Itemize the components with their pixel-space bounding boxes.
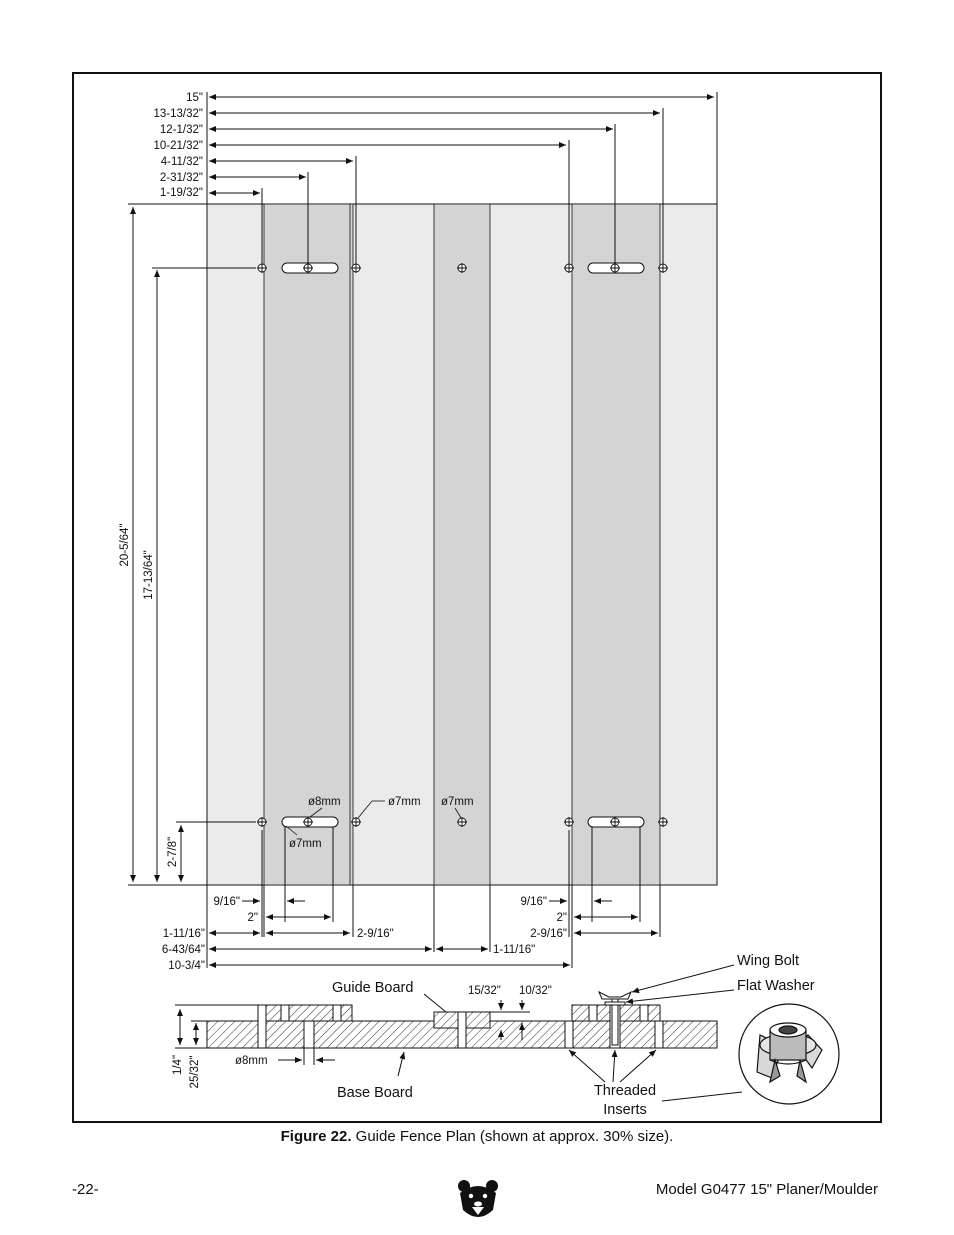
wing-bolt-head: [598, 990, 632, 1000]
guide-board-label: Guide Board: [332, 980, 413, 996]
model-name: Model G0477 15" Planer/Moulder: [655, 1181, 878, 1198]
dim-bl-1-11-16: 1-11/16": [163, 928, 205, 940]
dim-bl-1-11-16-center: 1-11/16": [493, 944, 535, 956]
dim-15-32: 15/32": [468, 985, 501, 997]
vertical-dimension-labels: 20-5/64" 17-13/64" 2-7/8": [119, 523, 179, 867]
dim-bore-8mm: ø8mm: [235, 1055, 268, 1067]
right-strip: [571, 203, 661, 886]
section-view: [175, 964, 743, 1102]
vertical-dimensions: [128, 203, 256, 886]
dim-2-7-8: 2-7/8": [167, 837, 179, 867]
base-board-plan: [206, 203, 718, 886]
hole-label-8mm: ø8mm: [308, 796, 341, 808]
dim-25-32: 25/32": [189, 1056, 201, 1089]
hole-label-7mm-b: ø7mm: [441, 796, 474, 808]
dim-bl-2: 2": [248, 912, 258, 924]
hole-label-7mm-c: ø7mm: [289, 838, 322, 850]
hole-labels: ø8mm ø7mm ø7mm ø7mm: [289, 796, 474, 850]
dim-4-11-32: 4-11/32": [161, 156, 203, 168]
left-strip: [263, 203, 354, 886]
wing-bolt-label: Wing Bolt: [737, 953, 799, 969]
dim-bl-6-43-64: 6-43/64": [162, 944, 205, 956]
figure-frame: [72, 72, 882, 1123]
dim-13-13-32: 13-13/32": [154, 108, 203, 120]
dim-bl-9-16: 9/16": [214, 896, 240, 908]
flat-washer-section: [604, 1001, 626, 1006]
dim-2-31-32: 2-31/32": [160, 172, 203, 184]
base-board-label: Base Board: [337, 1085, 413, 1101]
page-number: -22-: [72, 1181, 99, 1198]
threaded-inserts-label-2: Inserts: [603, 1102, 647, 1118]
bottom-dimension-labels: 9/16" 2" 1-11/16" 2-9/16" 6-43/64" 1-11/…: [162, 896, 567, 972]
caption-text: Guide Fence Plan (shown at approx. 30% s…: [351, 1128, 674, 1145]
hole-crosshair: [457, 263, 467, 273]
dim-10-32: 10/32": [519, 985, 552, 997]
dim-15: 15": [186, 92, 203, 104]
threaded-insert-detail: [738, 1003, 840, 1105]
center-strip: [433, 203, 491, 886]
dim-br-2: 2": [557, 912, 567, 924]
dim-bl-10-3-4: 10-3/4": [168, 960, 205, 972]
figure-caption: Figure 22. Guide Fence Plan (shown at ap…: [0, 1128, 954, 1145]
hole-crosshair: [351, 817, 361, 827]
hole-crosshair: [610, 817, 620, 827]
top-dimensions: [206, 92, 718, 268]
top-dimension-labels: 15" 13-13/32" 12-1/32" 10-21/32" 4-11/32…: [154, 92, 203, 199]
bear-logo-icon: [458, 1180, 498, 1217]
hole-crosshair: [257, 817, 267, 827]
dim-br-2-9-16: 2-9/16": [530, 928, 567, 940]
hole-crosshair: [658, 817, 668, 827]
dim-20-5-64: 20-5/64": [119, 523, 131, 566]
dim-1-4: 1/4": [172, 1055, 184, 1075]
section-labels: Guide Board Base Board Wing Bolt Flat Wa…: [172, 953, 815, 1118]
dim-12-1-32: 12-1/32": [160, 124, 203, 136]
hole-label-7mm-a: ø7mm: [388, 796, 421, 808]
dim-1-19-32: 1-19/32": [160, 187, 203, 199]
hole-crosshair: [564, 817, 574, 827]
dim-10-21-32: 10-21/32": [154, 140, 203, 152]
bottom-dimensions: [206, 827, 661, 968]
dim-bl-2-9-16: 2-9/16": [357, 928, 394, 940]
caption-label: Figure 22.: [280, 1128, 352, 1145]
hole-crosshair: [457, 817, 467, 827]
flat-washer-label: Flat Washer: [737, 978, 815, 994]
dim-17-13-64: 17-13/64": [143, 550, 155, 599]
threaded-inserts-label-1: Threaded: [594, 1083, 656, 1099]
hole-crosshair: [303, 817, 313, 827]
dim-br-9-16: 9/16": [521, 896, 547, 908]
